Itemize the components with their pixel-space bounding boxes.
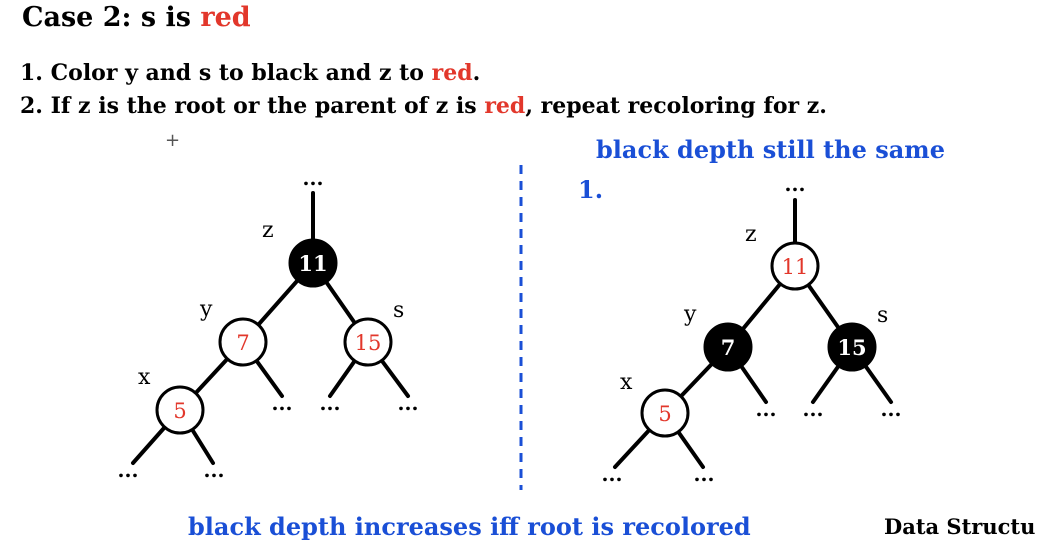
left-ellipsis-y-right: ...	[272, 391, 293, 415]
right-node-y: 7	[703, 322, 753, 372]
left-node-x: 5	[155, 385, 205, 435]
right-ellipsis-s-left: ...	[803, 397, 824, 421]
step-1: 1. Color y and s to black and z to red.	[20, 60, 480, 86]
step-2-post: , repeat recoloring for z.	[525, 93, 827, 119]
left-node-x-value: 5	[173, 399, 186, 423]
right-label-z: z	[745, 222, 757, 247]
right-ellipsis-y-right: ...	[756, 397, 777, 421]
right-label-y: y	[683, 302, 697, 327]
step-1-red-word: red	[431, 60, 473, 86]
right-node-x-value: 5	[658, 402, 671, 426]
left-node-y-value: 7	[236, 331, 249, 355]
step-1-text: Color y and s to black and z to	[50, 60, 424, 86]
left-label-x: x	[138, 365, 151, 390]
left-ellipsis-top: ...	[303, 166, 324, 190]
right-node-x: 5	[640, 388, 690, 438]
step-2-red-word: red	[484, 93, 526, 119]
left-ellipsis-s-right: ...	[398, 391, 419, 415]
panel-label-step-1: 1.	[578, 175, 603, 204]
note-black-depth-increases: black depth increases iff root is recolo…	[188, 512, 751, 541]
right-node-z: 11	[770, 241, 820, 291]
right-node-z-value: 11	[782, 255, 809, 279]
left-node-y: 7	[218, 317, 268, 367]
left-ellipsis-x-right: ...	[204, 458, 225, 482]
step-2: 2. If z is the root or the parent of z i…	[20, 93, 827, 119]
left-node-z-value: 11	[298, 251, 327, 276]
right-ellipsis-s-right: ...	[881, 397, 902, 421]
left-label-y: y	[199, 297, 213, 322]
right-label-s: s	[877, 303, 888, 328]
step-2-text: If z is the root or the parent of z is	[50, 93, 477, 119]
left-node-z: 11	[288, 238, 338, 288]
left-node-s: 15	[343, 317, 393, 367]
right-ellipsis-x-left: ...	[602, 462, 623, 486]
step-1-post: .	[472, 60, 481, 86]
footer-course-title: Data Structu	[884, 514, 1036, 539]
right-node-s-value: 15	[837, 335, 866, 360]
step-2-number: 2.	[20, 93, 43, 119]
left-label-s: s	[393, 298, 404, 323]
right-ellipsis-x-right: ...	[694, 462, 715, 486]
case-heading: Case 2: s is red	[22, 2, 251, 33]
left-ellipsis-s-left: ...	[320, 391, 341, 415]
right-node-y-value: 7	[721, 335, 736, 360]
left-label-z: z	[262, 218, 274, 243]
note-black-depth-same: black depth still the same	[596, 135, 945, 164]
right-ellipsis-top: ...	[785, 172, 806, 196]
case-heading-text: Case 2: s is	[22, 2, 191, 33]
step-1-number: 1.	[20, 60, 43, 86]
cursor-crosshair-icon: +	[165, 130, 181, 151]
right-node-s: 15	[827, 322, 877, 372]
right-label-x: x	[620, 370, 633, 395]
left-ellipsis-x-left: ...	[118, 458, 139, 482]
case-heading-red-word: red	[200, 2, 251, 33]
left-node-s-value: 15	[355, 331, 382, 355]
